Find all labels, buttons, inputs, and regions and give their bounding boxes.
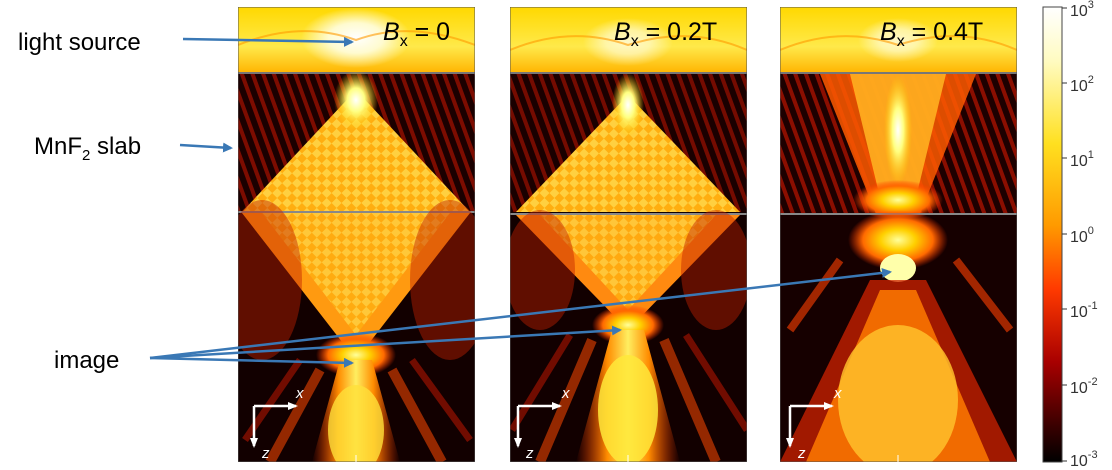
colorbar-tick-1: 100 xyxy=(1070,225,1094,246)
light-source-arrow xyxy=(182,36,354,47)
panel-1 xyxy=(238,7,475,462)
image-arrows xyxy=(149,267,892,368)
panel-2 xyxy=(510,7,747,462)
panel-1-title: Bx = 0 xyxy=(383,18,450,50)
axis-z-label-3: z xyxy=(797,445,806,462)
axes-icon-3 xyxy=(786,402,834,448)
slab-arrow xyxy=(179,142,233,153)
axis-x-label-2: x xyxy=(561,385,570,402)
colorbar-tick-1000: 103 xyxy=(1070,0,1094,20)
image-label: image xyxy=(54,347,119,374)
colorbar-tick-0.1: 10-1 xyxy=(1070,300,1098,321)
axes-icon-1 xyxy=(250,402,298,448)
axes-icon-2 xyxy=(514,402,562,448)
slab-label: MnF2 slab xyxy=(34,133,141,164)
colorbar-tick-10: 101 xyxy=(1070,149,1094,170)
colorbar xyxy=(1042,6,1067,463)
panel-2-title: Bx = 0.2T xyxy=(614,18,717,50)
axis-x-label-1: x xyxy=(295,385,304,402)
panel-3 xyxy=(780,7,1017,462)
axis-x-label-3: x xyxy=(833,385,842,402)
axis-z-label-1: z xyxy=(261,445,270,462)
axis-z-label-2: z xyxy=(525,445,534,462)
colorbar-tick-0.01: 10-2 xyxy=(1070,376,1098,397)
panel-3-title: Bx = 0.4T xyxy=(880,18,983,50)
colorbar-tick-100: 102 xyxy=(1070,74,1094,95)
bottom-ticks xyxy=(355,455,899,462)
colorbar-tick-0.001: 10-3 xyxy=(1070,449,1098,470)
light-source-label: light source xyxy=(18,29,141,56)
colorbar-tick-labels: 103 102 101 100 10-1 10-2 10-3 xyxy=(1070,0,1098,470)
